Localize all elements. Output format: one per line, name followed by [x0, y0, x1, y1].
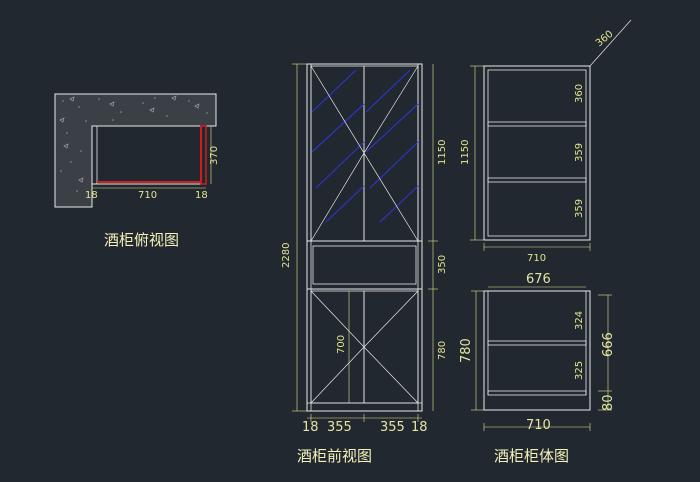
lower-carcass-outline [483, 290, 591, 411]
front-view-caption: 酒柜前视图 [297, 447, 372, 465]
lower-door-right [363, 290, 419, 404]
front-view: 2280 1150 350 780 700 18 355 355 18 酒柜前视… [281, 63, 448, 465]
concrete-specks [60, 97, 208, 192]
cabinet-side-highlight [200, 125, 207, 185]
upper-shelf-1 [487, 121, 587, 127]
top-dim-depth: 370 [209, 146, 220, 165]
lower-shelf [487, 340, 587, 346]
body-dim-lower-width: 710 [526, 418, 551, 433]
lower-bottom-board [487, 390, 587, 396]
upper-shelf-2 [487, 177, 587, 183]
wall-section [54, 93, 217, 208]
front-dim-side-right: 18 [411, 420, 428, 435]
front-open-niche [312, 245, 417, 285]
front-dim-lower-height: 780 [437, 341, 448, 360]
body-dim-lower-shelf-2: 325 [574, 361, 585, 380]
top-view: 18 710 18 370 酒柜俯视图 [54, 93, 220, 249]
upper-glass-door-left [310, 65, 365, 242]
body-dim-inner-height: 666 [601, 332, 616, 357]
top-dim-width: 710 [138, 190, 157, 201]
front-dim-door-left: 355 [327, 420, 352, 435]
glass-hatching [311, 69, 419, 223]
front-dim-door-height: 700 [336, 335, 347, 354]
body-dim-upper-width: 710 [527, 253, 546, 264]
top-dim-side-right: 18 [195, 190, 208, 201]
upper-glass-door-right [363, 65, 419, 242]
body-view-upper: 360 1150 360 359 359 710 [460, 19, 632, 264]
front-dim-total-height: 2280 [281, 243, 292, 268]
body-dim-shelf-2: 359 [574, 143, 585, 162]
body-dim-lower-shelf-1: 324 [574, 311, 585, 330]
body-dim-upper-height: 1150 [460, 140, 471, 165]
body-dim-lower-height: 780 [459, 338, 474, 363]
front-dim-upper-height: 1150 [437, 140, 448, 165]
front-dim-mid-height: 350 [437, 255, 448, 274]
front-dimension-lines [292, 63, 438, 422]
top-view-caption: 酒柜俯视图 [104, 231, 179, 249]
lower-body-dimension-lines [471, 286, 612, 431]
upper-carcass-outline [483, 65, 591, 241]
body-dim-shelf-1: 360 [574, 84, 585, 103]
body-dim-plinth: 80 [601, 394, 616, 411]
upper-carcass-inner [487, 69, 587, 237]
body-dim-depth: 360 [594, 29, 616, 50]
top-dim-side-left: 18 [85, 190, 98, 201]
upper-body-dimension-lines [470, 65, 591, 251]
cabinet-edge-highlight [97, 126, 202, 183]
cabinet-left-panel [91, 125, 98, 185]
body-dim-inner-width: 676 [526, 272, 551, 287]
upper-door-swing-lines [310, 65, 419, 242]
body-dim-shelf-3: 359 [574, 199, 585, 218]
cabinet-outline [91, 125, 202, 185]
front-dim-side-left: 18 [302, 420, 319, 435]
concrete-marks [59, 95, 200, 183]
body-view-lower: 676 780 324 325 666 80 710 酒柜柜体图 [459, 272, 616, 465]
front-cabinet-outline [306, 63, 423, 412]
front-dim-door-right: 355 [380, 420, 405, 435]
body-view-caption: 酒柜柜体图 [494, 447, 569, 465]
depth-leader-line [589, 19, 632, 67]
lower-door-swing-lines [310, 290, 419, 404]
